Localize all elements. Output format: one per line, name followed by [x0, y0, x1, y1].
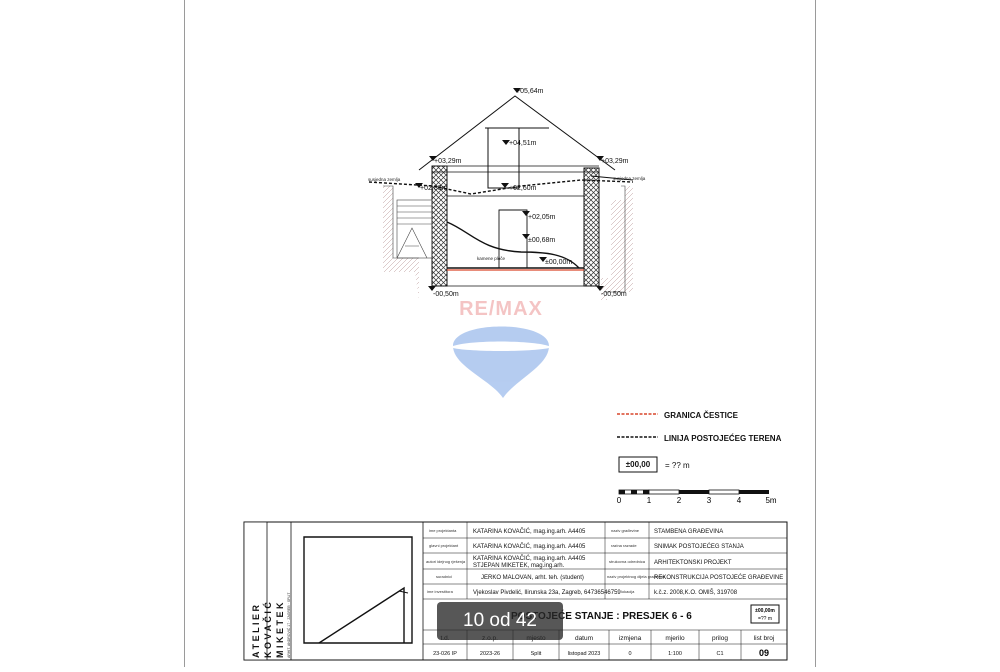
left-stairs — [396, 199, 433, 259]
col-value-list: 09 — [759, 648, 769, 658]
level-eave-left: +03,29m — [434, 158, 462, 165]
row-label2-2: razina razrade — [611, 543, 637, 548]
col-value-prilog: C1 — [716, 651, 723, 657]
atelier-address: ARHIT. ANDROVIĆ 17 · ZAGREB · SPLIT — [286, 592, 291, 658]
legend-level-box: ±00,00 — [626, 460, 651, 469]
level-found-right: -00,50m — [601, 291, 627, 298]
section-drawing: +05,64m +04,51m +03,29m +03,29m +02,88m … — [243, 88, 788, 661]
col-header-prilog: prilog — [712, 635, 728, 642]
row-label2-3: strukovna odrednica — [609, 559, 646, 564]
level-mid-terrain: +02,60m — [509, 185, 537, 192]
remax-logo-text: RE/MAX — [459, 298, 543, 320]
atelier-name-2: K O V A Č I Ć — [262, 602, 273, 658]
row-value-5: Vjekoslav Pivdelić, Ilirunska 23a, Zagre… — [473, 590, 621, 596]
row-value2-5: k.č.z. 2008,K.O. OMIŠ, 319708 — [654, 589, 738, 596]
remax-watermark: RE/MAX — [453, 298, 549, 398]
col-value-mjerilo: 1:100 — [668, 651, 682, 657]
col-value-datum: listopad 2023 — [568, 651, 601, 657]
note-right-neighbor: susjedna zemlja — [613, 176, 646, 181]
level-inner-top: +04,51m — [509, 140, 537, 147]
atelier-name-1: A T E L I E R — [251, 604, 261, 658]
row-label-2: glavni projektant — [429, 543, 459, 548]
scale-5: 5m — [765, 496, 776, 505]
col-header-datum: datum — [575, 635, 593, 642]
scale-4: 4 — [737, 496, 742, 505]
col-value-izmjena: 0 — [628, 651, 631, 657]
note-left-neighbor: susjedna zemlja — [368, 177, 401, 182]
row-value-3: KATARINA KOVAČIĆ, mag.ing.arh. A4405 — [473, 555, 586, 562]
existing-terrain-line — [368, 179, 634, 195]
legend-level-eq: = ?? m — [665, 461, 690, 470]
legend-boundary: GRANICA ČESTICE — [664, 411, 739, 420]
level-ridge: +05,64m — [516, 88, 544, 95]
drawing-sheet: +05,64m +04,51m +03,29m +03,29m +02,88m … — [184, 0, 816, 667]
right-wall — [583, 167, 600, 287]
row-label-4: suradnici — [436, 574, 452, 579]
col-header-list: list broj — [754, 635, 775, 642]
left-wall — [431, 165, 448, 287]
legend-terrain: LINIJA POSTOJEĆEG TERENA — [664, 434, 782, 443]
note-stone: kamene ploče — [477, 256, 506, 261]
level-inner-low: ±00,68m — [528, 237, 555, 244]
row-value-3b: STJEPAN MIKETEK, mag.ing.arh. — [473, 563, 565, 569]
col-value-zop: 2023-26 — [480, 651, 500, 657]
row-value2-1: STAMBENA GRAĐEVINA — [654, 529, 723, 535]
col-header-mjerilo: mjerilo — [665, 635, 685, 642]
row-value-4: JERKO MALOVAN, arht. teh. (student) — [481, 575, 584, 581]
row-value-1: KATARINA KOVAČIĆ, mag.ing.arh. A4405 — [473, 528, 586, 535]
col-header-izmjena: izmjena — [619, 635, 642, 642]
level-inner-mid: +02,05m — [528, 214, 556, 221]
row-label2-1: naziv građevine — [611, 528, 640, 533]
level-markers: +05,64m +04,51m +03,29m +03,29m +02,88m … — [415, 88, 629, 298]
scale-1: 1 — [647, 496, 652, 505]
gallery-counter: 10 od 42 — [437, 602, 563, 640]
col-value-td: 23-026 IP — [433, 651, 457, 657]
level-left-terrain: +02,88m — [420, 185, 448, 192]
row-label2-4: naziv projektnog dijela građevine — [607, 574, 666, 579]
row-label-3: autori idejnog rješenja — [426, 559, 466, 564]
row-label-5: ime investitora — [427, 589, 454, 594]
row-value2-4: REKONSTRUKCIJA POSTOJEĆE GRAĐEVINE — [654, 574, 783, 581]
row-value-2: KATARINA KOVAČIĆ, mag.ing.arh. A4405 — [473, 543, 586, 550]
row-value2-2: SNIMAK POSTOJEĆEG STANJA — [654, 543, 744, 550]
row-label2-5: lokacija — [621, 589, 635, 594]
title-level-box2: =?? m — [758, 616, 772, 622]
balloon-icon — [453, 326, 549, 398]
row-value2-3: ARHITEKTONSKI PROJEKT — [654, 560, 732, 566]
title-level-box: ±00,00m — [755, 608, 775, 614]
level-eave-right: +03,29m — [601, 158, 629, 165]
level-found-left: -00,50m — [433, 291, 459, 298]
atelier-name-3: M I K E T E K — [275, 602, 285, 658]
roof — [418, 95, 616, 189]
legend: GRANICA ČESTICE LINIJA POSTOJEĆEG TERENA… — [617, 411, 782, 473]
scale-2: 2 — [677, 496, 682, 505]
col-value-mjesto: Split — [531, 651, 542, 657]
interior — [446, 195, 584, 269]
row-label-1: ime projektanta — [429, 528, 457, 533]
scale-0: 0 — [617, 496, 622, 505]
atelier-logo-icon — [303, 536, 413, 644]
scale-bar: 0 1 2 3 4 5m — [617, 489, 777, 505]
scale-3: 3 — [707, 496, 712, 505]
level-floor: ±00,00m — [545, 259, 572, 266]
